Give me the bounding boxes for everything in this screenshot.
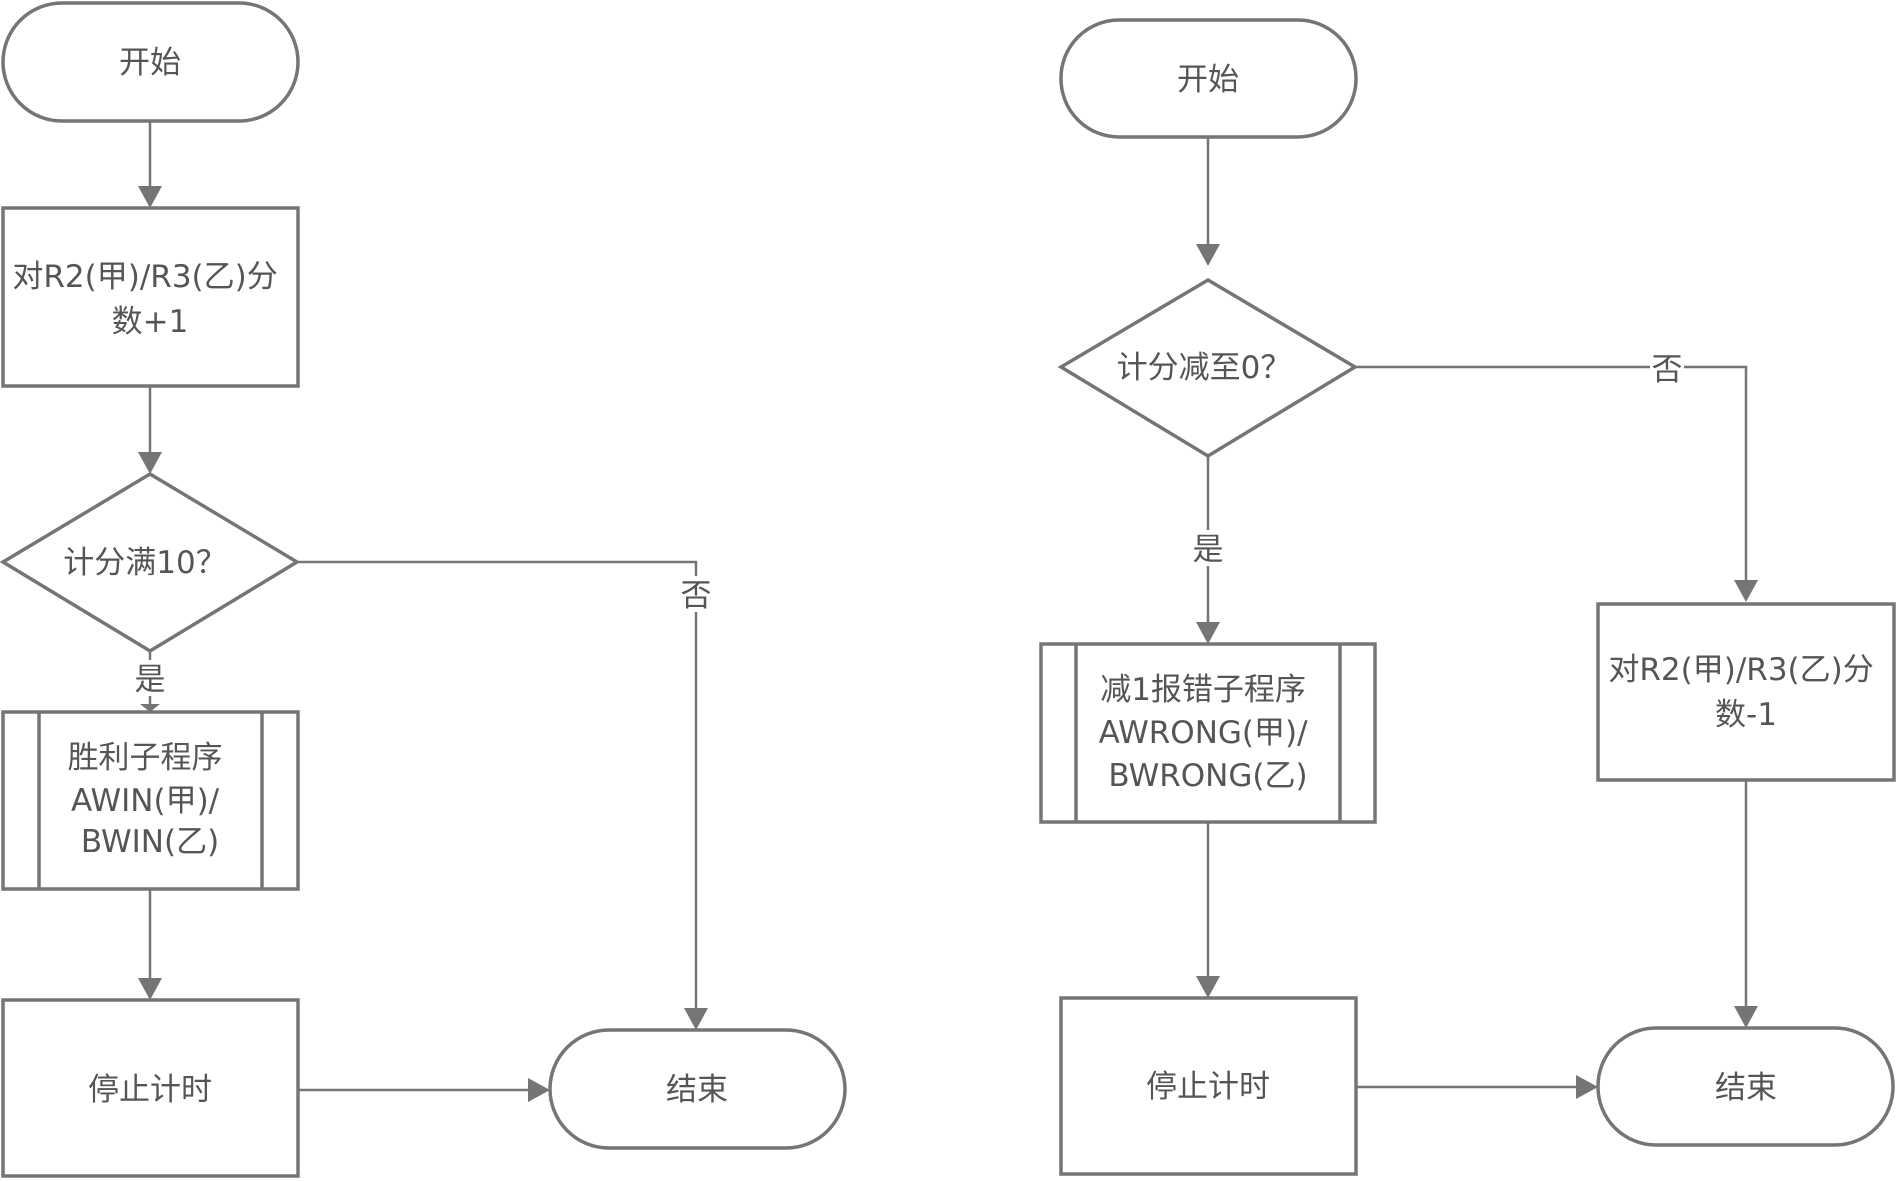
left-edge-check-no-to-end — [297, 560, 708, 1030]
left-win-line-3: BWIN(乙) — [81, 824, 219, 860]
right-start-terminal: 开始 — [1059, 18, 1358, 139]
left-add-score-process: 对R2(甲)/R3(乙)分 数+1 — [1, 206, 300, 388]
right-error-line-2: AWRONG(甲)/ — [1099, 715, 1309, 751]
left-yes-label: 是 — [135, 662, 166, 698]
right-end-label: 结束 — [1715, 1070, 1777, 1106]
right-error-subroutine: 减1报错子程序 AWRONG(甲)/ BWRONG(乙) — [1039, 642, 1377, 824]
left-end-terminal: 结束 — [548, 1028, 847, 1150]
right-edge-sub-to-end — [1734, 780, 1758, 1028]
svg-text:减1报错子程序 AWRONG(甲)/: 减1报错子程序 AWRONG(甲)/ BWRONG(乙) — [1099, 672, 1318, 794]
right-no-edge-label: 否 — [1650, 350, 1684, 388]
right-error-line-1: 减1报错子程序 — [1100, 672, 1306, 708]
left-edge-start-to-add — [138, 121, 162, 208]
left-start-terminal: 开始 — [1, 1, 300, 123]
left-add-score-line-1: 对R2(甲)/R3(乙)分 — [12, 259, 277, 295]
left-start-label: 开始 — [119, 45, 181, 81]
left-win-subroutine: 胜利子程序 AWIN(甲)/ BWIN(乙) — [1, 710, 300, 891]
right-yes-label: 是 — [1193, 532, 1224, 568]
right-check-zero-decision: 计分减至0？ — [1057, 277, 1359, 459]
left-edge-win-to-stop — [138, 889, 162, 1000]
right-sub-score-line-1: 对R2(甲)/R3(乙)分 — [1608, 652, 1873, 688]
right-flowchart: 开始 计分减至0？ 是 否 减1报错子程序 AWRONG(甲)/ BWRONG(… — [1039, 18, 1896, 1176]
left-flowchart: 开始 对R2(甲)/R3(乙)分 数+1 计分满10？ 是 否 胜 — [0, 1, 847, 1178]
right-end-terminal: 结束 — [1596, 1026, 1895, 1147]
right-check-zero-label: 计分减至0？ — [1117, 350, 1292, 386]
right-no-label: 否 — [1652, 352, 1683, 388]
right-edge-start-to-check — [1196, 137, 1220, 266]
left-edge-add-to-check — [138, 386, 162, 474]
right-yes-edge-label: 是 — [1192, 530, 1224, 568]
left-win-line-1: 胜利子程序 — [68, 740, 223, 776]
right-sub-score-process: 对R2(甲)/R3(乙)分 数-1 — [1596, 602, 1896, 782]
left-yes-edge-label: 是 — [134, 660, 166, 698]
svg-text:对R2(甲)/R3(乙)分 数-1: 对R2(甲)/R3(乙)分 数-1 — [1608, 652, 1883, 733]
right-edge-stop-to-end — [1356, 1075, 1598, 1099]
svg-text:对R2(甲)/R3(乙)分 数+1: 对R2(甲)/R3(乙)分 数+1 — [12, 259, 287, 340]
right-error-line-3: BWRONG(乙) — [1108, 758, 1307, 794]
right-start-label: 开始 — [1177, 62, 1239, 98]
left-check-full-label: 计分满10？ — [63, 545, 226, 581]
left-stop-timer-label: 停止计时 — [88, 1072, 212, 1108]
right-stop-timer-process: 停止计时 — [1059, 996, 1358, 1176]
left-check-full-decision: 计分满10？ — [0, 471, 301, 654]
left-stop-timer-process: 停止计时 — [1, 998, 300, 1178]
right-edge-error-to-stop — [1196, 822, 1220, 998]
left-edge-stop-to-end — [298, 1078, 550, 1102]
left-no-label: 否 — [681, 578, 712, 614]
left-win-line-2: AWIN(甲)/ — [71, 783, 220, 819]
right-edge-check-no-to-sub — [1355, 365, 1758, 602]
left-add-score-line-2: 数+1 — [112, 304, 189, 340]
svg-text:胜利子程序 AWIN(甲)/: 胜利子程序 AWIN(甲)/ BWIN(乙) — [68, 740, 233, 860]
right-stop-timer-label: 停止计时 — [1146, 1069, 1270, 1105]
left-no-edge-label: 否 — [680, 576, 712, 614]
right-sub-score-line-2: 数-1 — [1715, 697, 1777, 733]
left-end-label: 结束 — [666, 1072, 728, 1108]
